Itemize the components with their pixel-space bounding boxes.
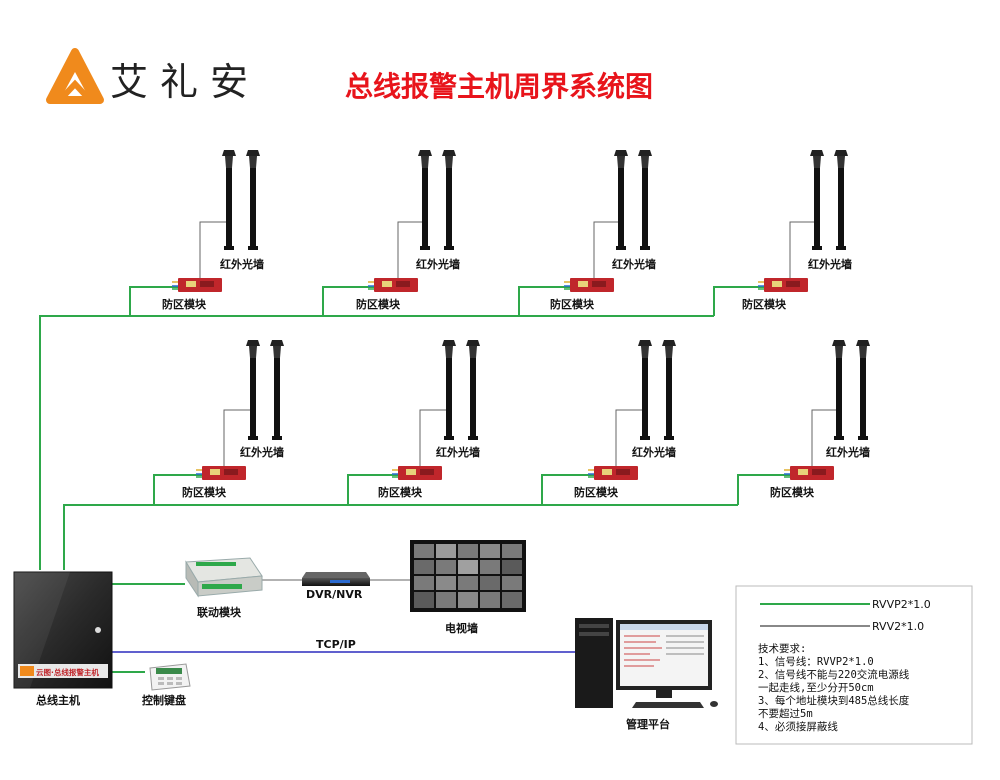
management-platform: 管理平台 — [575, 618, 718, 731]
page-title: 总线报警主机周界系统图 — [345, 70, 653, 103]
zone-module-label: 防区模块 — [378, 485, 423, 499]
brand-logo: 艾礼安 — [46, 48, 260, 104]
infrared-pole-icon — [638, 340, 676, 440]
infrared-wall-group-5: 红外光墙 — [240, 340, 284, 459]
zone-module-icon — [588, 466, 638, 480]
zone-module-7: 防区模块 — [574, 466, 638, 499]
infrared-wall-group-4: 红外光墙 — [808, 150, 852, 271]
infrared-wall-label: 红外光墙 — [436, 445, 480, 459]
zone-module-5: 防区模块 — [182, 466, 246, 499]
infrared-wall-group-8: 红外光墙 — [826, 340, 870, 459]
zone-module-icon — [758, 278, 808, 292]
legend-black-label: RVV2*1.0 — [872, 620, 924, 633]
infrared-pole-icon — [418, 150, 456, 250]
zone-module-icon — [368, 278, 418, 292]
zone-module-label: 防区模块 — [162, 297, 207, 311]
management-platform-label: 管理平台 — [626, 717, 670, 731]
infrared-wall-group-6: 红外光墙 — [436, 340, 480, 459]
zone-module-icon — [784, 466, 834, 480]
infrared-pole-icon — [246, 340, 284, 440]
control-keyboard-label: 控制键盘 — [142, 693, 186, 707]
zone-module-3: 防区模块 — [550, 278, 614, 311]
brand-name: 艾礼安 — [110, 60, 260, 104]
tv-wall: 电视墙 — [410, 540, 526, 635]
control-keyboard: 控制键盘 — [142, 663, 191, 707]
zone-module-4: 防区模块 — [742, 278, 808, 311]
requirement-line-1: 1、信号线：RVVP2*1.0 — [758, 655, 874, 668]
infrared-wall-group-7: 红外光墙 — [632, 340, 676, 459]
requirements-title: 技术要求: — [758, 642, 806, 655]
linkage-module-icon — [185, 557, 263, 598]
host-cabinet-icon: 云图·总线报警主机 — [13, 571, 113, 689]
zone-module-label: 防区模块 — [742, 297, 787, 311]
zone-module-6: 防区模块 — [378, 466, 442, 499]
linkage-module: 联动模块 — [185, 557, 263, 619]
zone-module-label: 防区模块 — [770, 485, 815, 499]
infrared-pole-icon — [614, 150, 652, 250]
dvr-nvr: DVR/NVR — [302, 572, 370, 601]
infrared-wall-group-1: 红外光墙 — [220, 150, 264, 271]
zone-module-icon — [564, 278, 614, 292]
zone-module-label: 防区模块 — [574, 485, 619, 499]
zone-module-label: 防区模块 — [356, 297, 401, 311]
dvr-nvr-label: DVR/NVR — [306, 588, 363, 601]
infrared-wall-label: 红外光墙 — [612, 257, 656, 271]
tv-wall-icon — [410, 540, 526, 612]
legend-green-label: RVVP2*1.0 — [872, 598, 931, 611]
tv-wall-label: 电视墙 — [445, 621, 478, 635]
infrared-wall-label: 红外光墙 — [240, 445, 284, 459]
tcp-ip-label: TCP/IP — [316, 638, 356, 651]
zone-module-label: 防区模块 — [182, 485, 227, 499]
requirement-line-5: 不要超过5m — [758, 707, 813, 720]
requirement-line-6: 4、必须接屏蔽线 — [758, 720, 838, 733]
dvr-icon — [302, 572, 370, 586]
zone-module-icon — [172, 278, 222, 292]
infrared-pole-icon — [832, 340, 870, 440]
infrared-pole-icon — [222, 150, 260, 250]
infrared-pole-icon — [810, 150, 848, 250]
zone-module-2: 防区模块 — [356, 278, 418, 311]
infrared-wall-label: 红外光墙 — [632, 445, 676, 459]
requirement-line-2: 2、信号线不能与220交流电源线 — [758, 668, 910, 681]
zone-module-icon — [392, 466, 442, 480]
keyboard-icon — [149, 663, 191, 691]
infrared-wall-label: 红外光墙 — [220, 257, 264, 271]
bus-wiring — [39, 286, 790, 673]
zone-module-8: 防区模块 — [770, 466, 834, 499]
linkage-module-label: 联动模块 — [197, 605, 242, 619]
infrared-wall-group-2: 红外光墙 — [416, 150, 460, 271]
host-panel-text: 云图·总线报警主机 — [36, 667, 99, 677]
zone-module-1: 防区模块 — [162, 278, 222, 311]
infrared-pole-icon — [442, 340, 480, 440]
requirement-line-4: 3、每个地址模块到485总线长度 — [758, 694, 910, 707]
logo-triangle-icon — [46, 48, 104, 104]
legend-box: RVVP2*1.0 RVV2*1.0 技术要求: 1、信号线：RVVP2*1.0… — [735, 585, 973, 745]
zone-module-icon — [196, 466, 246, 480]
infrared-wall-label: 红外光墙 — [808, 257, 852, 271]
requirement-line-3: 一起走线,至少分开50cm — [758, 681, 874, 694]
signal-wiring — [199, 221, 842, 581]
zone-module-label: 防区模块 — [550, 297, 595, 311]
bus-host-label: 总线主机 — [36, 693, 80, 707]
infrared-wall-group-3: 红外光墙 — [612, 150, 656, 271]
bus-host: 云图·总线报警主机 总线主机 — [13, 571, 113, 707]
computer-icon — [575, 618, 718, 708]
infrared-wall-label: 红外光墙 — [826, 445, 870, 459]
infrared-wall-label: 红外光墙 — [416, 257, 460, 271]
